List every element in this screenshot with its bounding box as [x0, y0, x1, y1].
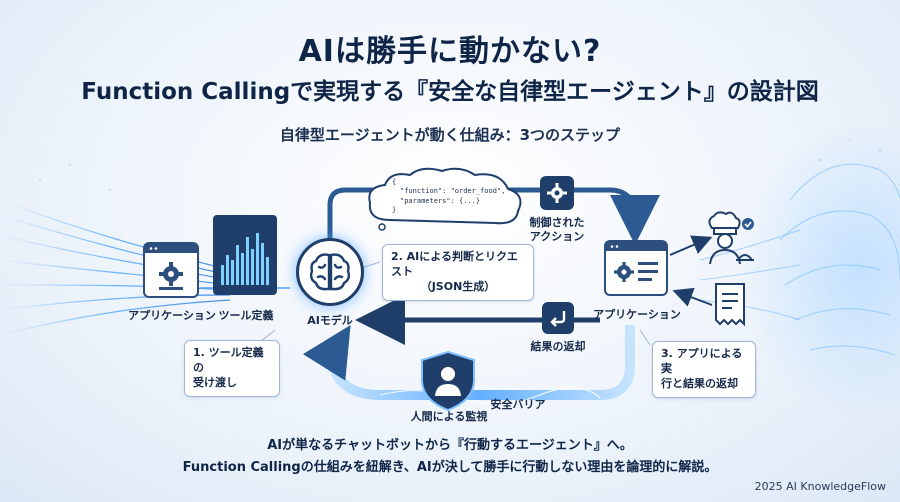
ai-model-label: AIモデル [307, 314, 353, 327]
step1-line-1: 1. ツール定義の [193, 346, 264, 374]
json-line-1: { [392, 178, 397, 186]
step2-callout: 2. AIによる判断とリクエスト （JSON生成） [382, 244, 534, 301]
ai-model-node [296, 238, 364, 306]
document-icon [606, 242, 666, 282]
gear-icon [145, 244, 197, 290]
title-line-2: Function Callingで実現する『安全な自律型エージェント』の設計図 [81, 79, 819, 105]
step2-line-2: （JSON生成） [420, 279, 496, 293]
json-code-block: { "function": "order_food", "parameters"… [392, 178, 512, 216]
step3-callout: 3. アプリによる実 行と結果の返却 [652, 341, 756, 398]
step1-line-2: 受け渡し [193, 375, 237, 389]
safety-loop [325, 325, 635, 400]
json-line-2: "function": "order_food", [400, 187, 506, 196]
footer-line-1: AIが単なるチャットボットから『行動するエージェント』へ。 [267, 438, 633, 453]
json-line-4: } [392, 206, 397, 215]
arrow-to-chef [669, 235, 713, 256]
gear-icon [547, 183, 567, 203]
safety-barrier-label: 安全バリア [490, 398, 546, 411]
copyright: 2025 AI KnowledgeFlow [754, 480, 886, 493]
title-line-1: AIは勝手に動かない? [298, 34, 602, 69]
brain-icon [309, 253, 351, 291]
return-arrow-icon [550, 311, 566, 327]
footer-line-2: Function Callingの仕組みを紐解き、AIが決して勝手に行動しない理… [182, 460, 718, 475]
chef-icon [708, 211, 754, 265]
arrow-from-receipt [672, 287, 713, 307]
app-right-label: アプリケーション [593, 308, 681, 321]
return-result-icon-box [542, 302, 574, 334]
human-monitor-label: 人間による監視 [410, 410, 488, 423]
cloud-icon [368, 167, 522, 231]
controlled-action-icon-box [540, 176, 574, 210]
tool-definition-icon-box [213, 215, 277, 295]
app-left-label: アプリケーション [128, 309, 216, 322]
step1-callout: 1. ツール定義の 受け渡し [184, 340, 280, 397]
step2-line-1: 2. AIによる判断とリクエスト [391, 250, 518, 278]
receipt-icon [715, 283, 745, 326]
app-right-window [604, 240, 668, 296]
person-icon [435, 367, 461, 396]
controlled-action-label-1: 制御された [529, 216, 585, 229]
return-result-label: 結果の返却 [530, 340, 586, 353]
step3-line-2: 行と結果の返却 [661, 376, 738, 390]
app-left-window [143, 242, 199, 298]
shield-icon [421, 350, 475, 412]
tool-def-label: ツール定義 [218, 309, 274, 322]
bar-chart-icon [221, 233, 269, 285]
subtitle: 自律型エージェントが動く仕組み：3つのステップ [279, 126, 621, 144]
controlled-action-label-2: アクション [529, 230, 585, 243]
step3-line-1: 3. アプリによる実 [661, 347, 743, 375]
json-line-3: "parameters": {...} [400, 196, 481, 205]
